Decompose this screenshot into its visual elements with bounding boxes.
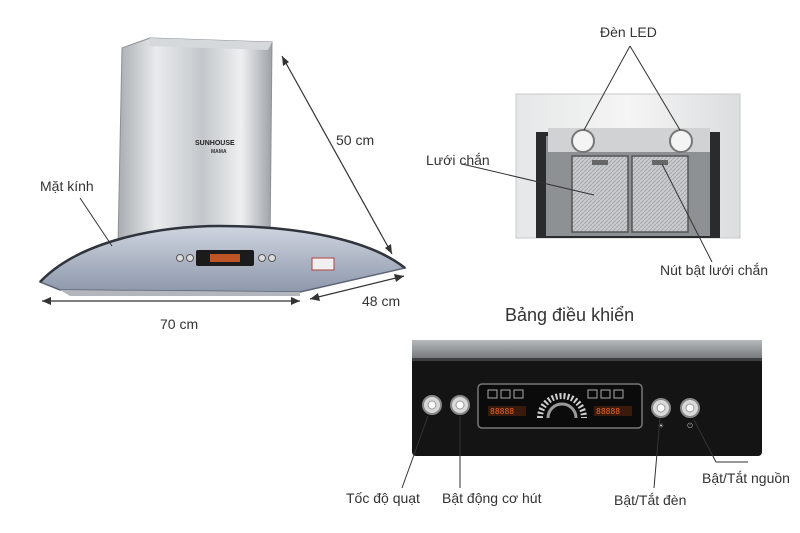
control-panel-image <box>412 340 762 456</box>
fan-speed-button[interactable] <box>422 395 442 415</box>
depth-dimension-label: 48 cm <box>362 293 401 309</box>
light-icon: ☀ <box>658 422 664 430</box>
light-button[interactable] <box>651 398 671 418</box>
display-left-readout: 88888 <box>490 407 514 416</box>
width-dimension-label: 70 cm <box>160 316 199 332</box>
height-dimension-label: 50 cm <box>336 132 375 148</box>
grease-filter-left <box>571 155 629 233</box>
led-light-left <box>571 129 595 153</box>
control-panel-title: Bảng điều khiển <box>505 305 635 325</box>
led-label: Đèn LED <box>600 24 657 40</box>
motor-label: Bật động cơ hút <box>442 490 542 506</box>
motor-button[interactable] <box>450 395 470 415</box>
filter-button-label: Nút bật lưới chắn <box>660 262 769 278</box>
model-logo: MAMA <box>211 149 227 155</box>
power-icon: ⏻ <box>687 422 693 430</box>
power-button[interactable] <box>680 398 700 418</box>
power-label: Bật/Tắt nguồn <box>702 470 790 486</box>
glass-label: Mặt kính <box>40 178 94 194</box>
filter-label: Lưới chắn <box>426 152 490 168</box>
hood-underside-image <box>461 45 741 263</box>
led-light-right <box>669 129 693 153</box>
fan-speed-gauge <box>537 393 587 419</box>
filter-release-button <box>652 160 668 165</box>
display-right-readout: 88888 <box>596 407 620 416</box>
fan-speed-label: Tốc độ quạt <box>346 490 420 506</box>
grease-filter-right <box>631 155 689 233</box>
light-label: Bật/Tắt đèn <box>614 492 687 508</box>
range-hood-image <box>38 37 407 305</box>
brand-logo: SUNHOUSE <box>195 140 235 147</box>
